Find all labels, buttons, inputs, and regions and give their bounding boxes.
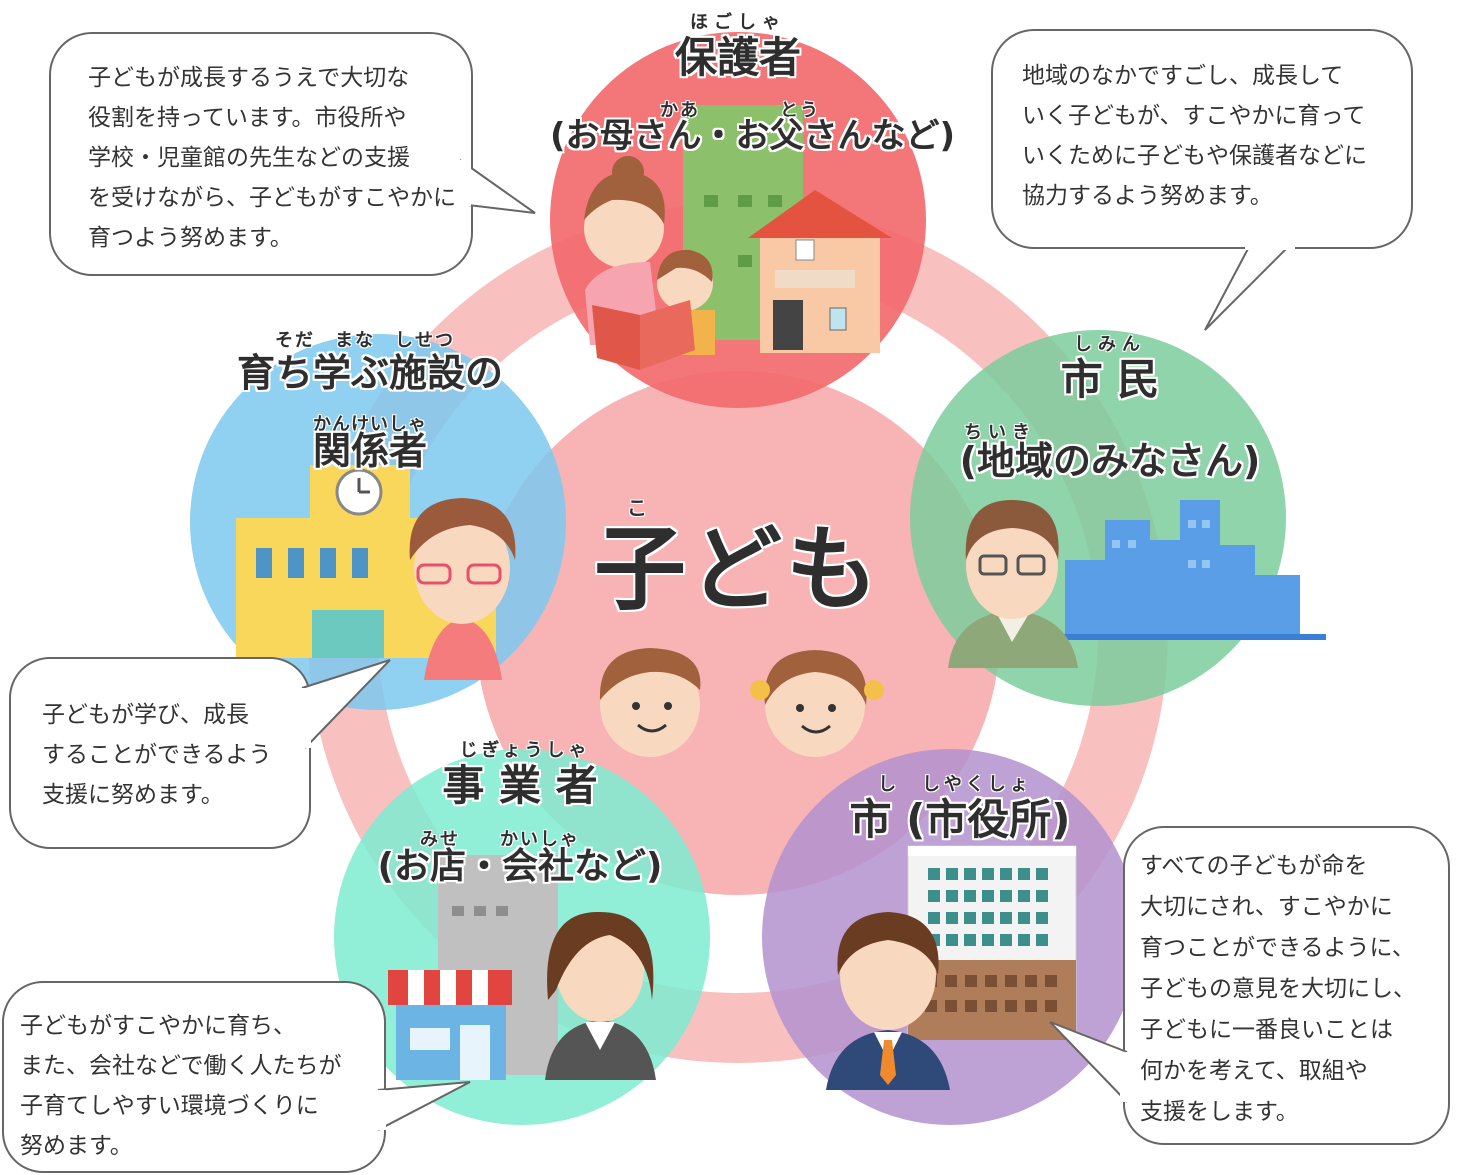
- bubble-line: 地域のなかですごし、成長して: [1022, 63, 1344, 89]
- bubble-line: 子どもに一番良いことは: [1140, 1017, 1393, 1043]
- bubble-line: 子どもがすこやかに育ち、: [20, 1013, 296, 1039]
- bubble-guardian-shape: [49, 32, 536, 276]
- bubble-line: 支援をします。: [1140, 1099, 1299, 1125]
- bubble-line: 子どもが成長するうえで大切な: [88, 65, 410, 91]
- bubble-line: 大切にされ、すこやかに: [1140, 894, 1393, 920]
- bubble-citizen-text: 地域のなかですごし、成長して いく子どもが、すこやかに育って いくために子どもや…: [1022, 56, 1367, 216]
- bubble-line: を受けながら、子どもがすこやかに: [88, 185, 456, 211]
- business-title-ruby: じぎょうしゃ: [459, 740, 591, 761]
- bubble-facility-shape: [9, 657, 391, 849]
- bubble-line: 子育てしやすい環境づくりに: [20, 1093, 319, 1119]
- bubble-line: いくために子どもや保護者などに: [1022, 143, 1367, 169]
- citizen-title: 市 民: [1060, 355, 1160, 404]
- bubble-facility-text: 子どもが学び、成長 することができるよう 支援に努めます。: [42, 695, 272, 815]
- facility-subtitle-ruby: かんけいしゃ: [313, 414, 427, 435]
- bubble-line: 協力するよう努めます。: [1022, 183, 1273, 209]
- center-circle: [476, 371, 1000, 895]
- citizen-subtitle-ruby: ちいき: [964, 422, 1036, 443]
- guardian-subtitle-ruby: かあ とう: [660, 100, 820, 121]
- children-faces-illustration: [599, 648, 884, 757]
- bubble-line: することができるよう: [42, 742, 272, 768]
- facility-title-ruby: そだ まな しせつ: [275, 330, 455, 351]
- bubble-guardian-text: 子どもが成長するうえで大切な 役割を持っています。市役所や 学校・児童館の先生な…: [88, 58, 456, 258]
- bubble-line: 支援に努めます。: [42, 782, 224, 808]
- citizen-title-ruby: しみん: [1074, 334, 1146, 355]
- bubble-line: 子どもが学び、成長: [42, 702, 249, 728]
- mother-child-house-illustration: [584, 105, 892, 370]
- bubble-line: 学校・児童館の先生などの支援: [88, 145, 410, 171]
- guardian-title: 保護者: [674, 33, 801, 82]
- bubble-line: 育つことができるように、: [1140, 935, 1415, 961]
- school-teacher-illustration: [236, 465, 516, 680]
- bubble-citizen-shape: [991, 29, 1413, 331]
- shop-woman-illustration: [388, 855, 656, 1080]
- man-city-illustration: [948, 500, 1326, 668]
- facility-title: 育ち学ぶ施設の: [236, 351, 503, 395]
- bubble-line: また、会社などで働く人たちが: [20, 1053, 342, 1079]
- bubble-line: いく子どもが、すこやかに育って: [1022, 103, 1366, 129]
- citizen-subtitle: (地域のみなさん): [959, 439, 1261, 483]
- bubble-business-shape: [2, 981, 471, 1173]
- business-title: 事 業 者: [442, 761, 598, 810]
- bubble-line: すべての子どもが命を: [1140, 853, 1368, 879]
- business-subtitle-ruby: みせ かいしゃ: [420, 829, 580, 850]
- city-title-ruby: し しやくしょ: [878, 774, 1032, 795]
- guardian-subtitle: (お母さん・お父さんなど): [550, 116, 956, 156]
- guardian-title-ruby: ほごしゃ: [690, 12, 786, 33]
- bubble-city-text: すべての子どもが命を 大切にされ、すこやかに 育つことができるように、 子どもの…: [1140, 846, 1416, 1133]
- bubble-line: 何かを考えて、取組や: [1140, 1058, 1368, 1084]
- bubble-line: 育つよう努めます。: [88, 225, 293, 251]
- business-subtitle: (お店・会社など): [377, 846, 663, 887]
- facility-subtitle: 関係者: [312, 429, 427, 473]
- bubble-line: 努めます。: [20, 1133, 133, 1159]
- bubble-city-shape: [1049, 826, 1450, 1145]
- bubble-line: 子どもの意見を大切にし、: [1140, 976, 1416, 1002]
- city-title: 市 (市役所): [849, 795, 1071, 844]
- city-hall-man-illustration: [826, 845, 1077, 1090]
- bubble-business-text: 子どもがすこやかに育ち、 また、会社などで働く人たちが 子育てしやすい環境づくり…: [20, 1006, 342, 1166]
- center-title: 子ども: [593, 516, 882, 623]
- bubble-line: 役割を持っています。市役所や: [88, 105, 407, 131]
- center-ruby: こ: [627, 496, 653, 520]
